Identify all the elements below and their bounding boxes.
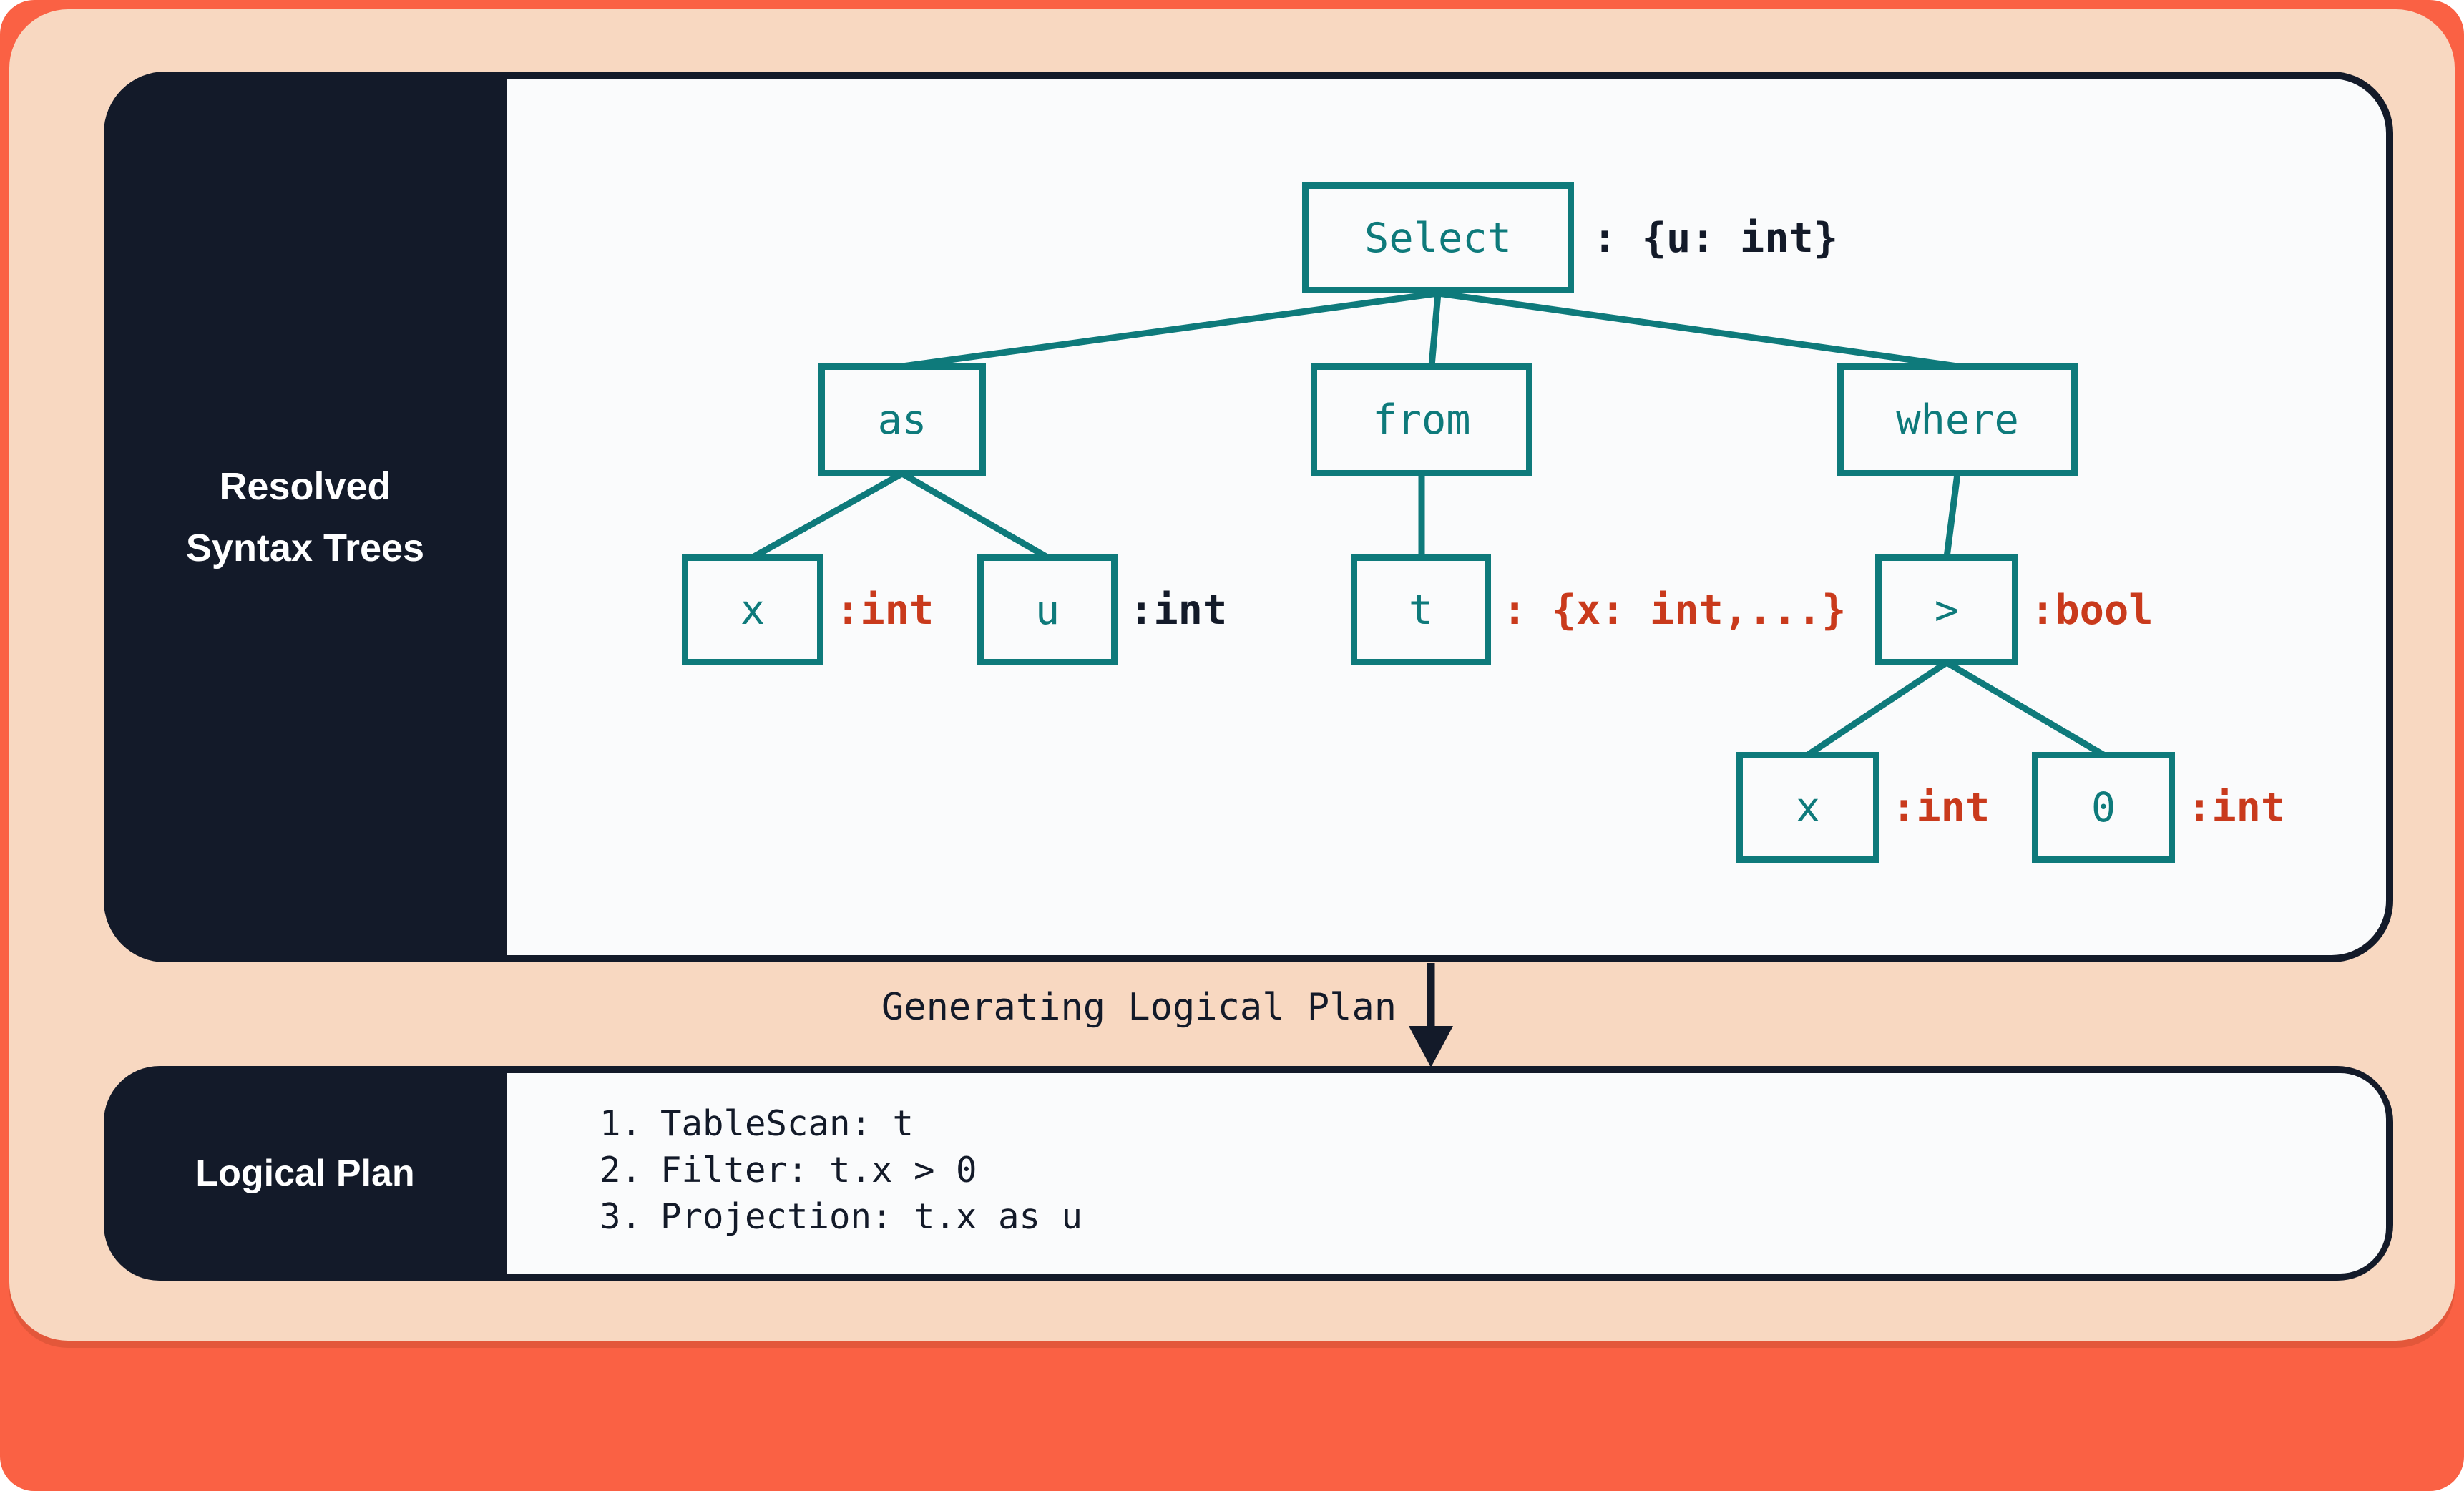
footer-bar: Compilation Produces an Executable Plan … bbox=[0, 1341, 2464, 1491]
tree-node-greater-than: > bbox=[1875, 554, 2018, 665]
logical-plan-card bbox=[104, 1066, 2393, 1281]
logical-plan-steps: 1.TableScan: t 2.Filter: t.x > 0 3.Proje… bbox=[600, 1100, 1082, 1240]
label-line-1: Resolved bbox=[219, 464, 391, 508]
type-annotation-u: :int bbox=[1129, 586, 1228, 634]
logical-plan-canvas bbox=[507, 1073, 2386, 1274]
resolved-syntax-trees-label: Resolved Syntax Trees bbox=[104, 72, 507, 962]
label-line-2: Syntax Trees bbox=[185, 526, 425, 569]
tree-node-zero: 0 bbox=[2032, 752, 2175, 863]
type-annotation-t: : {x: int,...} bbox=[1502, 586, 1847, 634]
tree-node-t: t bbox=[1351, 554, 1491, 665]
tree-node-from: from bbox=[1311, 363, 1532, 476]
plan-step-1: 1.TableScan: t bbox=[600, 1103, 914, 1144]
generating-logical-plan-label: Generating Logical Plan bbox=[881, 986, 1397, 1029]
tree-node-x: x bbox=[682, 554, 823, 665]
tree-node-x-leaf: x bbox=[1736, 752, 1879, 863]
type-annotation-x: :int bbox=[836, 586, 934, 634]
plan-step-3: 3.Projection: t.x as u bbox=[600, 1196, 1083, 1237]
type-annotation-greater-than: :bool bbox=[2030, 586, 2153, 634]
logical-plan-label: Logical Plan bbox=[195, 1153, 415, 1194]
tree-node-u: u bbox=[977, 554, 1118, 665]
tree-node-select: Select bbox=[1302, 182, 1574, 293]
type-annotation-select: : {u: int} bbox=[1593, 214, 1839, 262]
tree-node-where: where bbox=[1837, 363, 2078, 476]
type-annotation-zero: :int bbox=[2187, 783, 2286, 831]
tree-node-as: as bbox=[818, 363, 986, 476]
type-annotation-x-leaf: :int bbox=[1892, 783, 1990, 831]
plan-step-2: 2.Filter: t.x > 0 bbox=[600, 1150, 977, 1191]
